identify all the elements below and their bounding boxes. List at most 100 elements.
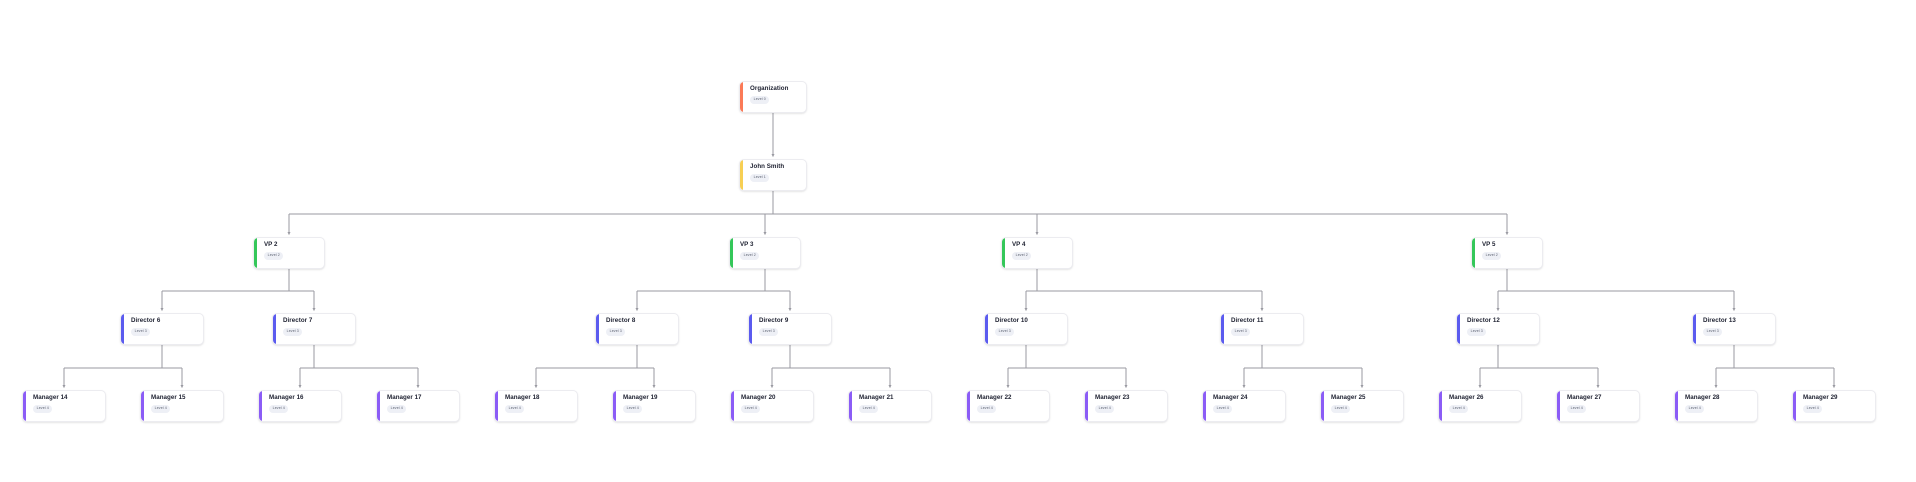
org-node-d8[interactable]: Director 8 Level 3 (595, 313, 679, 345)
node-accent-bar (1002, 238, 1005, 268)
node-body: VP 3 Level 2 (733, 238, 800, 268)
node-body: Manager 26 Level 4 (1442, 391, 1521, 421)
org-node-m26[interactable]: Manager 26 Level 4 (1438, 390, 1522, 422)
org-node-m29[interactable]: Manager 29 Level 4 (1792, 390, 1876, 422)
node-accent-bar (1693, 314, 1696, 344)
node-body: Manager 29 Level 4 (1796, 391, 1875, 421)
node-accent-bar (1793, 391, 1796, 421)
node-level-badge: Level 4 (33, 404, 53, 413)
node-level-badge: Level 4 (977, 404, 997, 413)
org-node-m22[interactable]: Manager 22 Level 4 (966, 390, 1050, 422)
node-body: Manager 20 Level 4 (734, 391, 813, 421)
node-level-badge: Level 3 (283, 327, 303, 336)
node-title: Manager 20 (741, 394, 776, 401)
node-accent-bar (967, 391, 970, 421)
node-title: Manager 16 (269, 394, 304, 401)
node-level-badge: Level 4 (1685, 404, 1705, 413)
node-title: Director 7 (283, 317, 313, 324)
node-level-badge: Level 3 (606, 327, 626, 336)
node-title: Director 9 (759, 317, 789, 324)
node-accent-bar (1675, 391, 1678, 421)
org-node-d9[interactable]: Director 9 Level 3 (748, 313, 832, 345)
node-title: Manager 29 (1803, 394, 1838, 401)
node-title: Manager 26 (1449, 394, 1484, 401)
node-level-badge: Level 4 (505, 404, 525, 413)
node-accent-bar (985, 314, 988, 344)
org-node-v3[interactable]: VP 3 Level 2 (729, 237, 801, 269)
org-node-d11[interactable]: Director 11 Level 3 (1220, 313, 1304, 345)
node-title: VP 5 (1482, 241, 1496, 248)
node-title: VP 2 (264, 241, 278, 248)
node-accent-bar (273, 314, 276, 344)
node-level-badge: Level 3 (1231, 327, 1251, 336)
node-accent-bar (1457, 314, 1460, 344)
node-level-badge: Level 4 (1213, 404, 1233, 413)
node-accent-bar (731, 391, 734, 421)
node-level-badge: Level 4 (1803, 404, 1823, 413)
node-level-badge: Level 4 (859, 404, 879, 413)
org-node-m20[interactable]: Manager 20 Level 4 (730, 390, 814, 422)
node-title: Manager 22 (977, 394, 1012, 401)
node-title: Director 8 (606, 317, 636, 324)
node-title: John Smith (750, 163, 785, 170)
org-node-v2[interactable]: VP 2 Level 2 (253, 237, 325, 269)
org-node-m21[interactable]: Manager 21 Level 4 (848, 390, 932, 422)
node-accent-bar (1472, 238, 1475, 268)
node-level-badge: Level 4 (741, 404, 761, 413)
node-level-badge: Level 2 (740, 251, 760, 260)
org-node-m14[interactable]: Manager 14 Level 4 (22, 390, 106, 422)
node-level-badge: Level 1 (750, 173, 770, 182)
node-title: VP 3 (740, 241, 754, 248)
org-node-d7[interactable]: Director 7 Level 3 (272, 313, 356, 345)
node-title: Director 11 (1231, 317, 1264, 324)
node-level-badge: Level 3 (759, 327, 779, 336)
node-title: Manager 28 (1685, 394, 1720, 401)
node-accent-bar (141, 391, 144, 421)
node-level-badge: Level 0 (750, 95, 770, 104)
node-title: Director 13 (1703, 317, 1736, 324)
node-title: Manager 15 (151, 394, 186, 401)
node-title: Manager 21 (859, 394, 894, 401)
node-title: Manager 14 (33, 394, 68, 401)
node-level-badge: Level 4 (1449, 404, 1469, 413)
node-level-badge: Level 3 (131, 327, 151, 336)
node-accent-bar (849, 391, 852, 421)
node-title: Manager 23 (1095, 394, 1130, 401)
node-title: Manager 19 (623, 394, 658, 401)
node-body: Manager 22 Level 4 (970, 391, 1049, 421)
org-node-m28[interactable]: Manager 28 Level 4 (1674, 390, 1758, 422)
node-level-badge: Level 3 (1467, 327, 1487, 336)
node-accent-bar (1321, 391, 1324, 421)
node-accent-bar (740, 160, 743, 190)
node-body: Manager 14 Level 4 (26, 391, 105, 421)
node-level-badge: Level 2 (264, 251, 284, 260)
